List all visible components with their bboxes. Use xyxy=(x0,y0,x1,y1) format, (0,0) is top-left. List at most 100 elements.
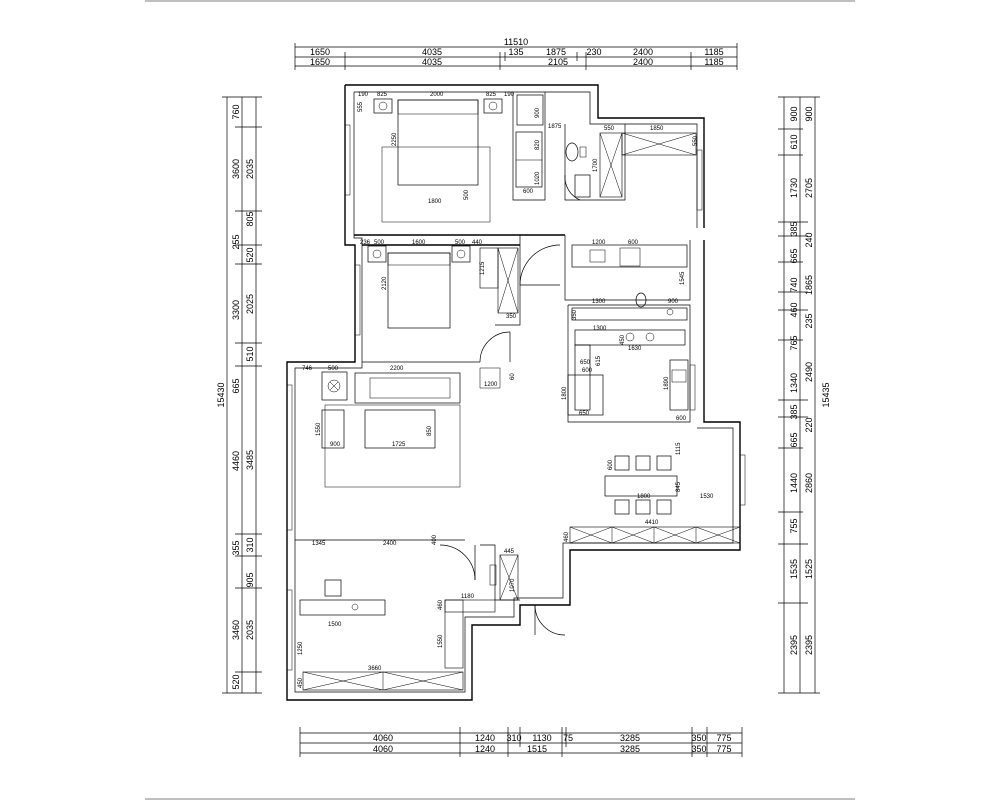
dn-dim-6: 4410 xyxy=(645,520,659,526)
bottom-dim-2: 1240 xyxy=(475,733,495,743)
k-dim-2: 600 xyxy=(628,240,639,246)
side-chair xyxy=(321,409,345,449)
mb-dim-2: 825 xyxy=(377,92,388,98)
k-dim-4: 350 xyxy=(572,309,578,320)
st-dim-12: 450 xyxy=(298,677,304,688)
top-dim-r2-3: 2105 xyxy=(548,57,568,67)
bottom-dim-7: 350 xyxy=(691,733,706,743)
dn-dim-7: 460 xyxy=(564,531,570,542)
left-dim-2: 3600 xyxy=(231,159,241,179)
top-dim-6: 2400 xyxy=(633,47,653,57)
mb-dim-1: 190 xyxy=(358,92,369,98)
mb-dim-9: 500 xyxy=(464,189,470,200)
k-dim-16: 1800 xyxy=(562,386,568,400)
bottom-dim-8: 775 xyxy=(716,733,731,743)
sb-dim-8: 350 xyxy=(506,314,517,320)
kitchen-island xyxy=(567,374,604,416)
desk-chair xyxy=(324,579,342,597)
dn-dim-4: 845 xyxy=(676,481,682,492)
st-dim-5: 1070 xyxy=(510,578,516,592)
left-dim-5: 665 xyxy=(231,378,241,393)
left-dim-in-1: 2035 xyxy=(245,159,255,179)
top-dim-r2-5: 1185 xyxy=(704,57,723,67)
right-dim-in-6: 2490 xyxy=(804,362,814,382)
st-dim-6: 460 xyxy=(438,599,444,610)
hall-cabinet xyxy=(499,554,519,601)
top-dim-5: 230 xyxy=(586,47,601,57)
right-dim-in-2: 2705 xyxy=(804,178,814,198)
right-dim-14: 1535 xyxy=(789,559,799,579)
dn-dim-2: 1115 xyxy=(676,442,682,455)
study-desk xyxy=(299,599,386,616)
left-dim-in-9: 2035 xyxy=(245,620,255,640)
mb-dim-5: 190 xyxy=(504,92,515,98)
right-dim-in-9: 1525 xyxy=(804,559,814,579)
fridge-counter xyxy=(669,359,689,411)
k-dim-9: 615 xyxy=(596,355,602,366)
right-dim-11: 665 xyxy=(789,432,799,447)
bath-dim-4: 1020 xyxy=(535,171,541,185)
mb-dim-8: 1800 xyxy=(428,199,442,205)
sb-dim-3: 1600 xyxy=(412,240,426,246)
dining-chair-5 xyxy=(635,499,651,515)
sb-dim-1: 236 xyxy=(360,240,371,246)
right-dim-9: 1340 xyxy=(789,373,799,393)
left-dim-7: 355 xyxy=(231,540,241,555)
right-dim-in-8: 2860 xyxy=(804,473,814,493)
right-dim-1: 900 xyxy=(789,106,799,121)
right-dim-15: 2395 xyxy=(789,635,799,655)
dining-chair-2 xyxy=(635,455,651,471)
lv-dim-4: 1200 xyxy=(484,382,498,388)
lv-dim-1: 746 xyxy=(302,366,313,372)
k-dim-5: 1300 xyxy=(592,299,606,305)
dn-dim-5: 1530 xyxy=(700,494,714,500)
lv-dim-5: 60 xyxy=(510,373,516,380)
left-dim-in-8: 905 xyxy=(245,572,255,587)
nightstand-right xyxy=(483,98,503,114)
kitchen-counter-top xyxy=(571,244,688,268)
bottom-dim-r2-4: 3285 xyxy=(620,744,640,754)
top-dim-r2-4: 2400 xyxy=(633,57,653,67)
top-dim-3: 135 xyxy=(508,47,523,57)
k-dim-14: 1890 xyxy=(664,376,670,390)
st-dim-1: 1345 xyxy=(312,541,326,547)
study-cabinet-top xyxy=(444,599,496,613)
right-dim-in-1: 900 xyxy=(804,106,814,121)
bath-dim-3: 820 xyxy=(535,139,541,150)
dn-dim-1: 600 xyxy=(608,459,614,470)
left-dim-in-5: 510 xyxy=(245,346,255,361)
right-dim-3: 1730 xyxy=(789,178,799,198)
windows xyxy=(286,124,746,671)
bath-dim-5: 600 xyxy=(523,189,534,195)
right-dim-8: 765 xyxy=(789,335,799,350)
bath-dim-8: 1850 xyxy=(650,126,664,132)
right-dim-in-3: 240 xyxy=(804,232,814,247)
right-dim-7: 460 xyxy=(789,302,799,317)
sb-dim-2: 500 xyxy=(374,240,385,246)
bath-dim-1: 900 xyxy=(535,107,541,118)
lv-dim-3: 2200 xyxy=(390,366,404,372)
sheet-frame xyxy=(145,0,855,800)
left-dim-3: 255 xyxy=(231,234,241,249)
sofa xyxy=(354,372,461,404)
st-dim-11: 3660 xyxy=(368,666,382,672)
st-dim-7: 1180 xyxy=(461,594,475,600)
dn-dim-3: 1800 xyxy=(637,494,651,500)
study-room: 1345 2400 400 445 1070 460 1180 1500 155… xyxy=(298,534,519,691)
doors xyxy=(439,174,581,636)
k-dim-13: 600 xyxy=(582,368,593,374)
bottom-dim-r2-6: 775 xyxy=(716,744,731,754)
lv-dim-2: 500 xyxy=(328,366,339,372)
nightstand-left xyxy=(373,98,393,114)
bottom-dim-1: 4060 xyxy=(373,733,393,743)
coffee-table xyxy=(364,409,436,449)
bottom-dim-4: 1130 xyxy=(532,733,551,743)
bottom-dim-5: 75 xyxy=(563,733,573,743)
right-total: 15435 xyxy=(821,382,831,407)
right-dim-5: 665 xyxy=(789,248,799,263)
top-dim-4: 1875 xyxy=(546,47,566,57)
dining-chair-4 xyxy=(614,499,630,515)
top-dimensions: 11510 1650 4035 135 1875 230 2400 1185 1… xyxy=(294,37,738,70)
top-total: 11510 xyxy=(504,37,528,47)
